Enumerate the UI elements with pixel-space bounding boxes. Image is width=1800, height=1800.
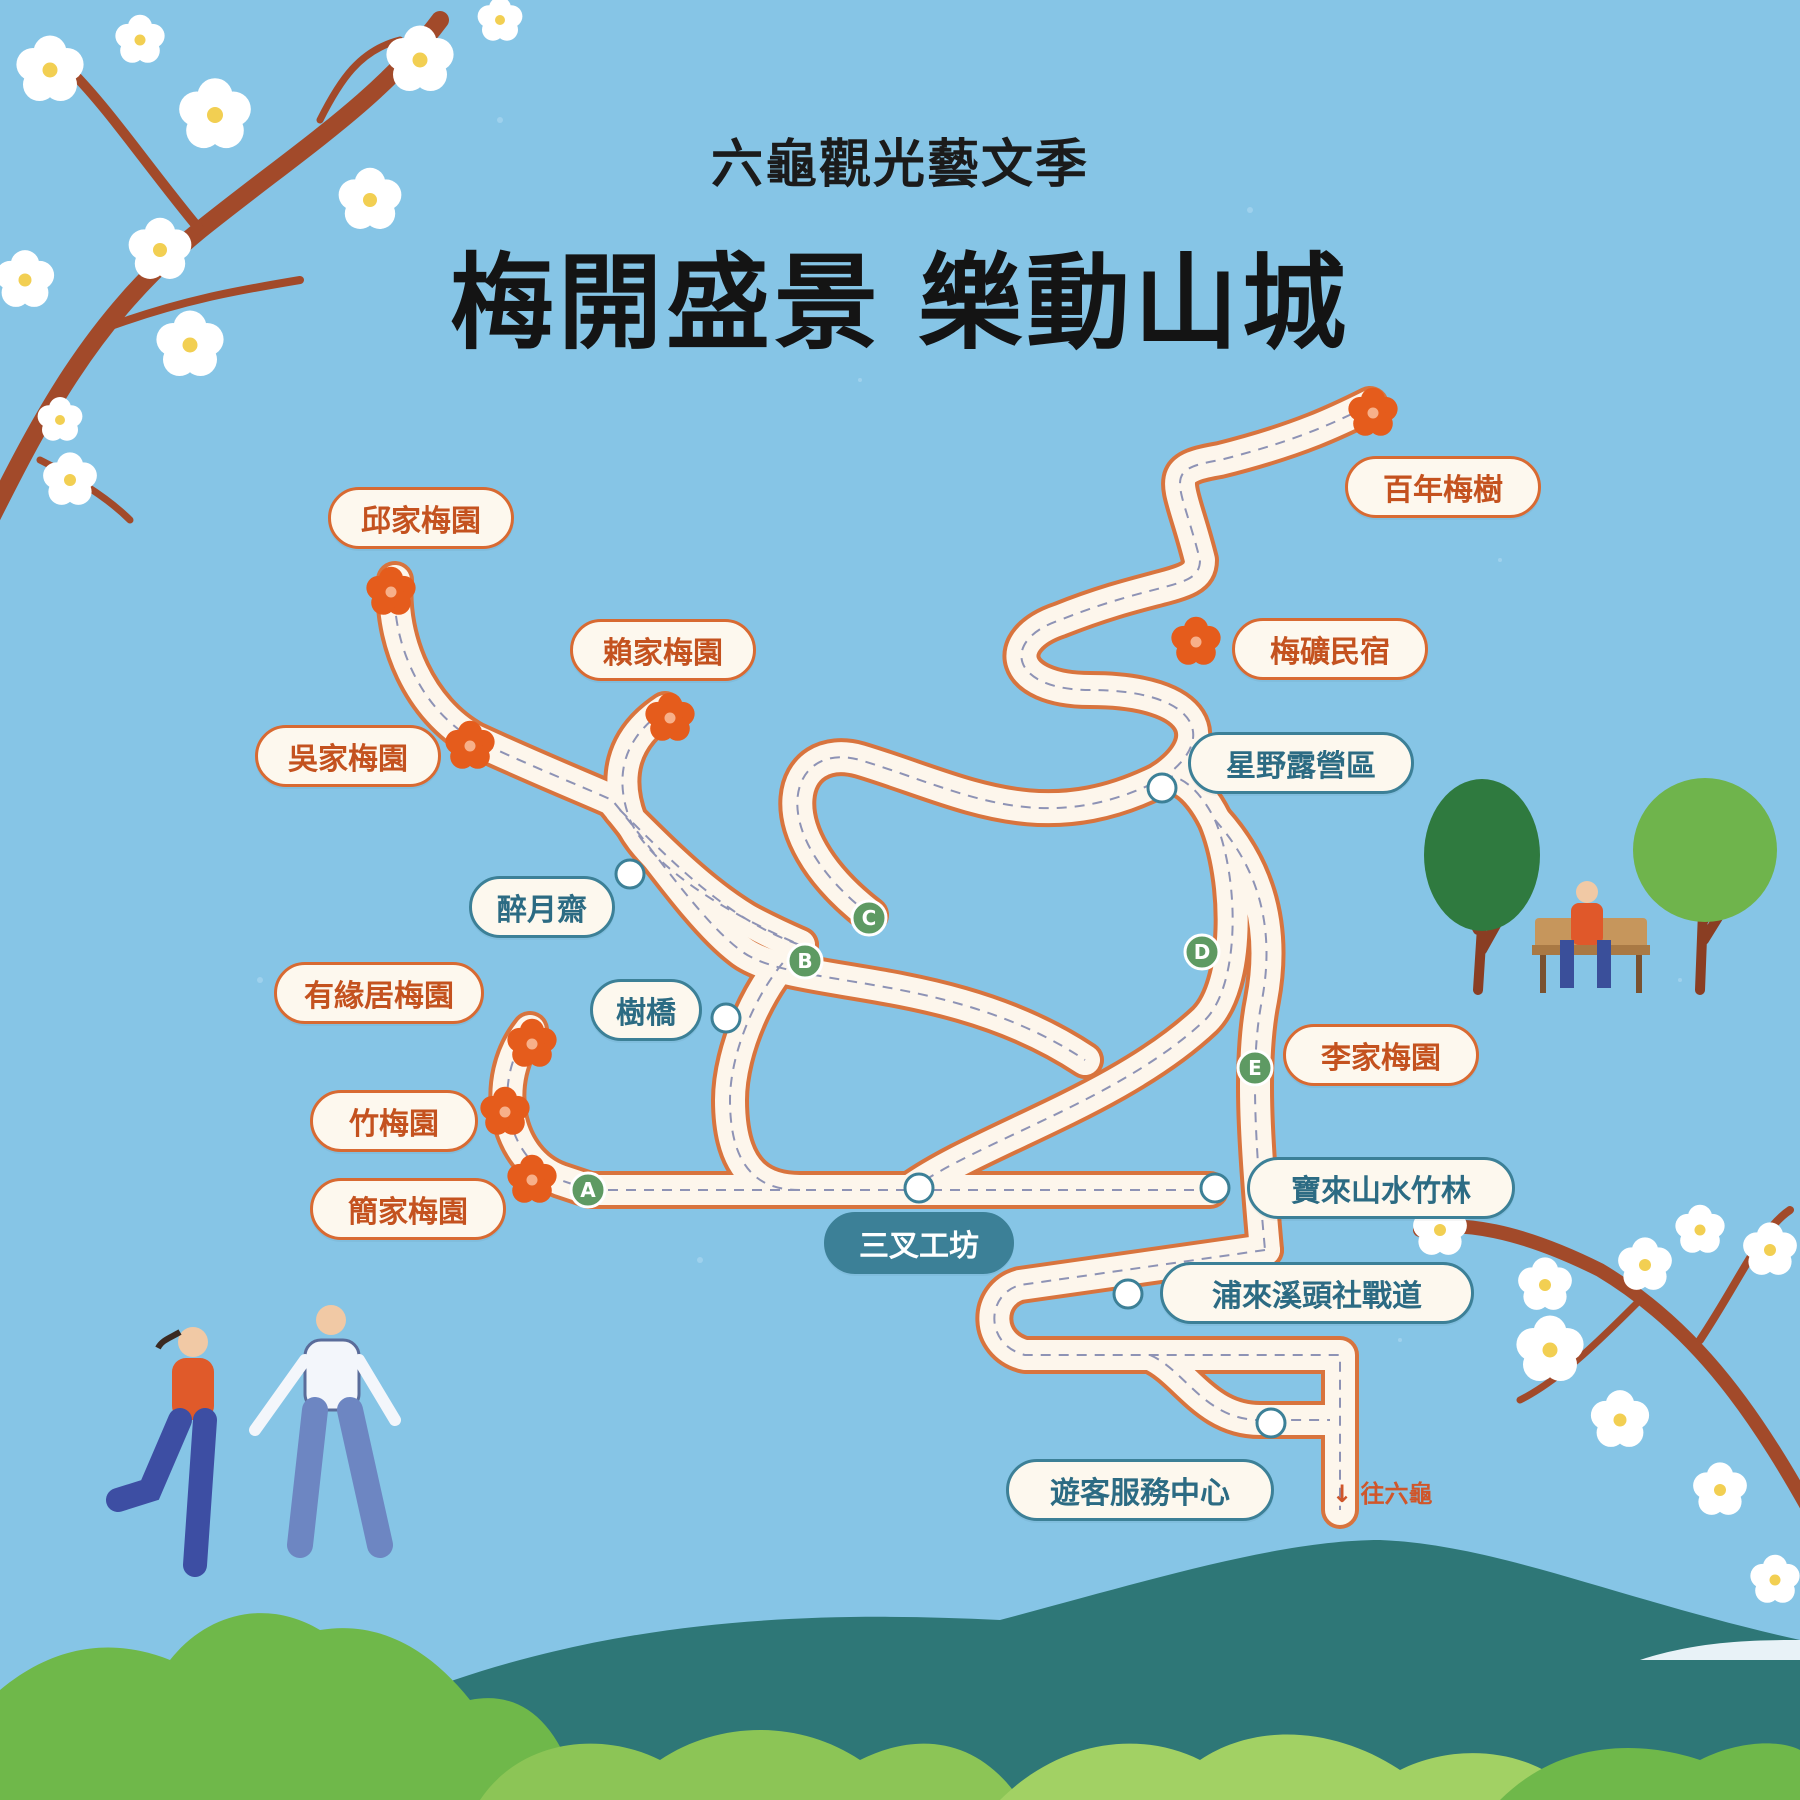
hills bbox=[0, 1540, 1800, 1800]
plum-flower-icon bbox=[1171, 616, 1221, 665]
circle-stop-icon bbox=[614, 858, 646, 890]
label-youyuan-ju[interactable]: 有緣居梅園 bbox=[274, 962, 484, 1024]
title-part-1: 梅開盛景 bbox=[449, 242, 882, 364]
junction-c bbox=[850, 899, 888, 937]
direction-text: 往六龜 bbox=[1360, 1480, 1433, 1508]
walking-couple bbox=[106, 1305, 401, 1577]
label-sancha-workshop[interactable]: 三叉工坊 bbox=[824, 1212, 1014, 1274]
festival-subtitle: 六龜觀光藝文季 bbox=[710, 135, 1089, 195]
junction-d bbox=[1183, 933, 1221, 971]
circle-stop-icon bbox=[903, 1172, 935, 1204]
label-bainian-plum-tree[interactable]: 百年梅樹 bbox=[1345, 456, 1541, 518]
junction-letter-e: E bbox=[1248, 1056, 1262, 1080]
label-lai-plum-garden[interactable]: 賴家梅園 bbox=[570, 619, 756, 681]
junction-b bbox=[786, 942, 824, 980]
junction-markers bbox=[569, 899, 1274, 1209]
title-part-2: 樂動山城 bbox=[918, 242, 1351, 364]
circle-stop-icon bbox=[710, 1002, 742, 1034]
label-qiu-plum-garden[interactable]: 邱家梅園 bbox=[328, 487, 514, 549]
label-jian-plum-garden[interactable]: 簡家梅園 bbox=[310, 1178, 506, 1240]
junction-letter-d: D bbox=[1194, 940, 1211, 964]
junction-letter-a: A bbox=[580, 1178, 596, 1202]
label-li-plum-garden[interactable]: 李家梅園 bbox=[1283, 1024, 1479, 1086]
label-wu-plum-garden[interactable]: 吳家梅園 bbox=[255, 725, 441, 787]
label-zhumei-garden[interactable]: 竹梅園 bbox=[310, 1090, 478, 1152]
blossom-branch-bottom-right bbox=[1413, 1202, 1800, 1603]
arrow-down-icon: ↓ bbox=[1332, 1480, 1353, 1508]
circle-stop-icon bbox=[1199, 1172, 1231, 1204]
page-title: 梅開盛景樂動山城 bbox=[0, 218, 1800, 369]
stop-markers bbox=[614, 772, 1287, 1439]
road-network bbox=[394, 386, 1389, 1529]
label-xingye-camp[interactable]: 星野露營區 bbox=[1188, 732, 1414, 794]
label-baolai-bamboo[interactable]: 寶來山水竹林 bbox=[1247, 1157, 1515, 1219]
park-scene bbox=[1424, 778, 1777, 995]
junction-letter-b: B bbox=[797, 949, 812, 973]
junction-a bbox=[569, 1171, 607, 1209]
junction-labels: A B C D E bbox=[580, 906, 1262, 1202]
blossom-branch-top-left bbox=[0, 0, 523, 524]
label-zuiyue-zhai[interactable]: 醉月齋 bbox=[469, 876, 615, 938]
direction-label: ↓ 往六龜 bbox=[1332, 1474, 1432, 1509]
circle-stop-icon bbox=[1255, 1407, 1287, 1439]
label-visitor-center[interactable]: 遊客服務中心 bbox=[1006, 1459, 1274, 1521]
junction-letter-c: C bbox=[862, 906, 877, 930]
circle-stop-icon bbox=[1112, 1278, 1144, 1310]
label-pulai-trail[interactable]: 浦來溪頭社戰道 bbox=[1160, 1262, 1474, 1324]
junction-e bbox=[1236, 1049, 1274, 1087]
label-shuqiao[interactable]: 樹橋 bbox=[590, 979, 702, 1041]
label-meikuang-bnb[interactable]: 梅礦民宿 bbox=[1232, 618, 1428, 680]
circle-stop-icon bbox=[1146, 772, 1178, 804]
